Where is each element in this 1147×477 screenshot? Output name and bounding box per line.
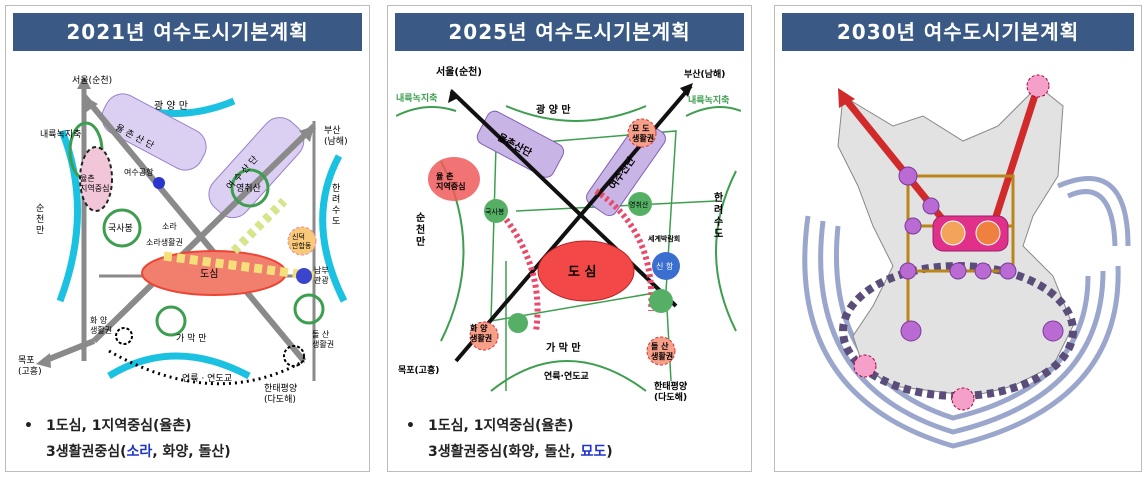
main-axis-se bbox=[81, 94, 307, 363]
label-yeongchwi: 영취산 bbox=[236, 183, 261, 194]
label-guksa: 국사봉 bbox=[108, 223, 133, 234]
label-center: 도 심 bbox=[568, 264, 596, 280]
label-hantae: 한태평양(다도해) bbox=[264, 383, 297, 405]
plan-2025-map: 서울(순천) 광 양 만 부산(남해) 내륙녹지축 내륙녹지축 율촌산단 여수산… bbox=[396, 65, 741, 403]
label-busan: 부산(남해) bbox=[684, 68, 725, 80]
label-gamak: 가 막 만 bbox=[546, 341, 581, 354]
airport-dot bbox=[153, 177, 165, 189]
gamak-bay bbox=[107, 352, 251, 380]
bullet: • bbox=[24, 418, 33, 434]
label-airport: 여수공항 bbox=[124, 167, 154, 177]
notes-line1: 1도심, 1지역중심(율촌) bbox=[428, 418, 574, 434]
label-mokpo: 목포(고흥) bbox=[398, 364, 439, 376]
label-seoul: 서울(순천) bbox=[436, 65, 482, 78]
ring-route bbox=[839, 262, 1077, 400]
yulchon-industrial-zone bbox=[101, 93, 207, 171]
label-gwangyang: 광 양 만 bbox=[154, 100, 188, 112]
label-busan: 부산(남해) bbox=[324, 125, 348, 147]
label-bridge: 연륙 · 연도교 bbox=[182, 373, 232, 384]
myodo-node bbox=[627, 118, 657, 148]
hwayang-ring bbox=[155, 305, 187, 337]
highlight-myodo: 묘도 bbox=[580, 444, 607, 460]
yeosu-industrial-zone bbox=[208, 117, 305, 219]
downtown-oval bbox=[537, 240, 635, 302]
corridor-east bbox=[989, 84, 1042, 228]
panel-title: 2021년 여수도시기본계획 bbox=[13, 13, 362, 51]
label-inland-left: 내륙녹지축 bbox=[396, 92, 437, 104]
highlight-sora: 소라 bbox=[126, 444, 153, 460]
plan-2021-map: 서울(순천) 광 양 만 부산(남해) 내륙녹지축 율 촌 산 단 여 수 산 … bbox=[18, 75, 348, 405]
label-expo: 세계박람회 bbox=[648, 234, 680, 243]
suncheon-bay bbox=[56, 129, 81, 303]
yulchon-center bbox=[428, 157, 480, 201]
yulchon-industrial-zone bbox=[476, 110, 565, 178]
sindeok-blob bbox=[287, 226, 317, 256]
label-guksa: 국사봉 bbox=[485, 207, 505, 216]
label-center: 도심 bbox=[200, 268, 218, 280]
sinhang-node bbox=[652, 252, 680, 280]
notes-line2: 3생활권중심(화양, 돌산, 묘도) bbox=[428, 444, 613, 460]
label-hantae: 한태평양(다도해) bbox=[654, 380, 688, 403]
hwayang-node bbox=[469, 321, 499, 351]
plan-2030-map bbox=[802, 74, 1131, 449]
label-seoul: 서울(순천) bbox=[72, 75, 112, 86]
guksa-node bbox=[484, 199, 508, 223]
main-axis-ne bbox=[91, 123, 317, 344]
main-axis-se bbox=[449, 89, 678, 308]
south-tour-dot bbox=[296, 268, 312, 284]
label-sinhang: 신 항 bbox=[656, 262, 674, 271]
panel-title: 2030년 여수도시기본계획 bbox=[782, 13, 1134, 51]
dolsan-ring bbox=[293, 293, 325, 325]
plan-2025-panel: 2025년 여수도시기본계획 서울( bbox=[387, 5, 752, 472]
label-bridge: 연륙·연도교 bbox=[544, 371, 589, 382]
label-mokpo: 목포(고흥) bbox=[18, 355, 42, 377]
yeongchwi-ring bbox=[230, 168, 270, 208]
label-yeongchwi: 영취산 bbox=[629, 200, 649, 209]
sea-stripes bbox=[802, 176, 1131, 449]
bullet: • bbox=[406, 418, 415, 434]
yulchon-center-area bbox=[79, 146, 113, 212]
label-inland-right: 내륙녹지축 bbox=[688, 94, 729, 106]
label-sora-zone: 소라생활권 bbox=[146, 237, 183, 247]
label-inland: 내륙녹지축 bbox=[40, 129, 81, 140]
notes-line1: 1도심, 1지역중심(율촌) bbox=[46, 418, 192, 434]
label-sora: 소라 bbox=[162, 222, 177, 231]
notes-line2: 3생활권중심(소라, 화양, 돌산) bbox=[46, 444, 231, 460]
yeongchwi-node bbox=[628, 192, 652, 216]
label-gwangyang: 광 양 만 bbox=[536, 103, 571, 116]
plan-2021-panel: 2021년 여수도시기본계획 bbox=[5, 5, 370, 472]
label-gamak: 가 막 만 bbox=[176, 333, 207, 344]
plan-2030-panel: 2030년 여수도시기본계획 bbox=[774, 5, 1142, 472]
bridge-route bbox=[108, 349, 305, 386]
dolsan-node bbox=[646, 336, 676, 366]
hallyeo-waterway bbox=[319, 154, 348, 303]
guksa-ring bbox=[102, 208, 142, 248]
panel-title: 2025년 여수도시기본계획 bbox=[395, 13, 744, 51]
